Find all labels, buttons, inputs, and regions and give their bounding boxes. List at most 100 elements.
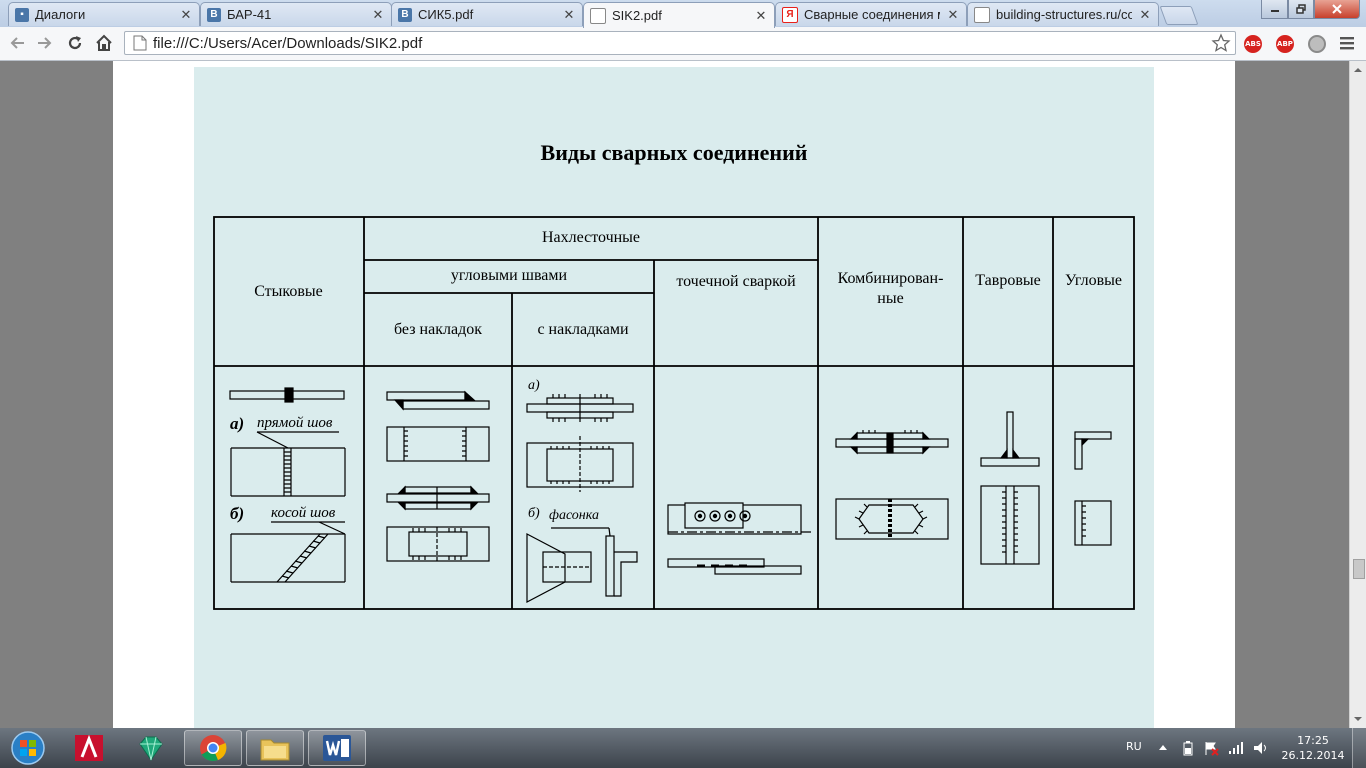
language-indicator[interactable]: RU	[1126, 740, 1142, 753]
butt-joint-section-drawing	[229, 387, 345, 403]
combined-plan-drawing	[835, 498, 949, 540]
close-window-button[interactable]	[1314, 0, 1360, 19]
header-no-cover: без накладок	[394, 321, 482, 338]
scroll-up-arrow-icon[interactable]	[1350, 63, 1366, 77]
scroll-down-arrow-icon[interactable]	[1350, 712, 1366, 726]
close-icon	[1332, 4, 1342, 14]
autocad-icon	[75, 734, 103, 761]
back-button[interactable]	[6, 32, 28, 54]
header-corner: Угловые	[1064, 272, 1123, 289]
forward-button[interactable]	[34, 32, 56, 54]
start-button[interactable]	[0, 730, 56, 766]
extension-label: ABP	[1277, 40, 1293, 48]
tab-building-structures[interactable]: building-structures.ru/cor ✕	[967, 2, 1159, 26]
label-straight-seam: прямой шов	[257, 415, 333, 431]
label-b-cover: б)	[528, 506, 540, 521]
header-butt: Стыковые	[254, 283, 323, 300]
lap-plan-drawing	[386, 426, 490, 462]
tab-sik2[interactable]: SIK2.pdf ✕	[583, 2, 775, 28]
vk-favicon-icon: B	[207, 7, 221, 22]
scrollbar-thumb[interactable]	[1353, 559, 1365, 579]
spot-weld-section-drawing	[667, 558, 802, 575]
windows-taskbar: RU 17:25 26.12.2014	[0, 728, 1366, 768]
minimize-icon	[1270, 10, 1279, 12]
back-arrow-icon	[10, 37, 24, 49]
corner-section-drawing	[1074, 431, 1112, 470]
label-b: б)	[230, 504, 245, 523]
explorer-taskbar-button[interactable]	[246, 730, 304, 766]
weld-drawings	[229, 387, 1112, 603]
butt-oblique-seam-drawing	[230, 521, 346, 583]
tab-label: БАР-41	[227, 7, 272, 22]
word-taskbar-button[interactable]	[308, 730, 366, 766]
cover-plate-plan-drawing	[526, 436, 634, 492]
windows-logo-icon	[11, 731, 45, 765]
reload-icon	[68, 36, 82, 50]
show-desktop-button[interactable]	[1352, 728, 1366, 768]
figure-panel: Виды сварных соединений	[194, 67, 1154, 728]
home-button[interactable]	[93, 32, 115, 54]
abs-extension-icon[interactable]: ABS	[1244, 35, 1262, 53]
page-icon	[133, 35, 147, 51]
autocad-taskbar-button[interactable]	[60, 730, 118, 766]
chrome-icon	[200, 735, 227, 762]
tab-dialogs[interactable]: ▪ Диалоги ✕	[8, 2, 200, 26]
header-tee: Тавровые	[975, 272, 1041, 289]
close-tab-icon[interactable]: ✕	[563, 6, 575, 22]
tray-expand-icon[interactable]	[1158, 743, 1168, 753]
minimize-button[interactable]	[1261, 0, 1288, 19]
menu-button[interactable]	[1336, 32, 1358, 54]
clock-time: 17:25	[1297, 734, 1329, 747]
action-center-flag-icon[interactable]	[1203, 740, 1219, 756]
extension-label: ABS	[1245, 40, 1261, 48]
new-tab-button[interactable]	[1159, 6, 1199, 25]
clock-date: 26.12.2014	[1281, 749, 1345, 762]
close-tab-icon[interactable]: ✕	[1139, 6, 1151, 22]
bookmark-star-icon[interactable]	[1211, 33, 1231, 53]
vk-favicon-icon: B	[398, 7, 412, 22]
table-grid	[213, 216, 1135, 610]
combined-section-drawing	[835, 430, 949, 455]
header-fillet: угловыми швами	[450, 267, 568, 284]
label-oblique-seam: косой шов	[271, 505, 336, 521]
tab-label: Диалоги	[35, 7, 86, 22]
folder-icon	[260, 739, 290, 761]
abp-extension-icon[interactable]: ABP	[1276, 35, 1294, 53]
home-icon	[96, 34, 112, 51]
close-tab-icon[interactable]: ✕	[372, 6, 384, 22]
sketchup-taskbar-button[interactable]	[122, 730, 180, 766]
reload-button[interactable]	[64, 32, 86, 54]
tee-section-drawing	[980, 411, 1040, 467]
tab-sik5[interactable]: B СИК5.pdf ✕	[391, 2, 583, 26]
label-a: а)	[230, 414, 245, 433]
vk-favicon-icon: ▪	[15, 7, 29, 22]
volume-icon[interactable]	[1253, 741, 1269, 755]
tab-welded-joints[interactable]: Я Сварные соединения ме ✕	[775, 2, 967, 26]
clock[interactable]: 17:25 26.12.2014	[1278, 733, 1348, 763]
close-tab-icon[interactable]: ✕	[180, 6, 192, 22]
tee-plan-drawing	[980, 485, 1040, 565]
lap-double-plan-drawing	[386, 526, 490, 562]
header-spot: точечной сваркой	[676, 273, 796, 290]
close-tab-icon[interactable]: ✕	[947, 6, 959, 22]
download-extension-icon[interactable]	[1308, 35, 1326, 53]
tab-label: Сварные соединения ме	[804, 7, 940, 22]
address-bar[interactable]: file:///C:/Users/Acer/Downloads/SIK2.pdf	[124, 31, 1236, 55]
butt-straight-seam-drawing	[230, 431, 346, 497]
pdf-viewer[interactable]: Виды сварных соединений	[0, 61, 1349, 728]
document-favicon-icon	[974, 6, 990, 23]
close-tab-icon[interactable]: ✕	[755, 7, 767, 23]
header-combined-line2: ные	[877, 290, 904, 307]
tab-bar41[interactable]: B БАР-41 ✕	[200, 2, 392, 26]
chrome-taskbar-button[interactable]	[184, 730, 242, 766]
restore-button[interactable]	[1288, 0, 1314, 19]
vertical-scrollbar[interactable]	[1349, 61, 1366, 728]
label-gusset: фасонка	[549, 508, 599, 523]
corner-plan-drawing	[1074, 500, 1112, 546]
tab-label: building-structures.ru/cor	[996, 7, 1132, 22]
battery-icon[interactable]	[1182, 740, 1194, 756]
hamburger-menu-icon	[1340, 37, 1354, 50]
network-signal-icon[interactable]	[1228, 741, 1244, 755]
spot-weld-plan-drawing	[667, 502, 813, 535]
weld-types-table: Стыковые Нахлесточные угловыми швами без…	[213, 216, 1135, 610]
